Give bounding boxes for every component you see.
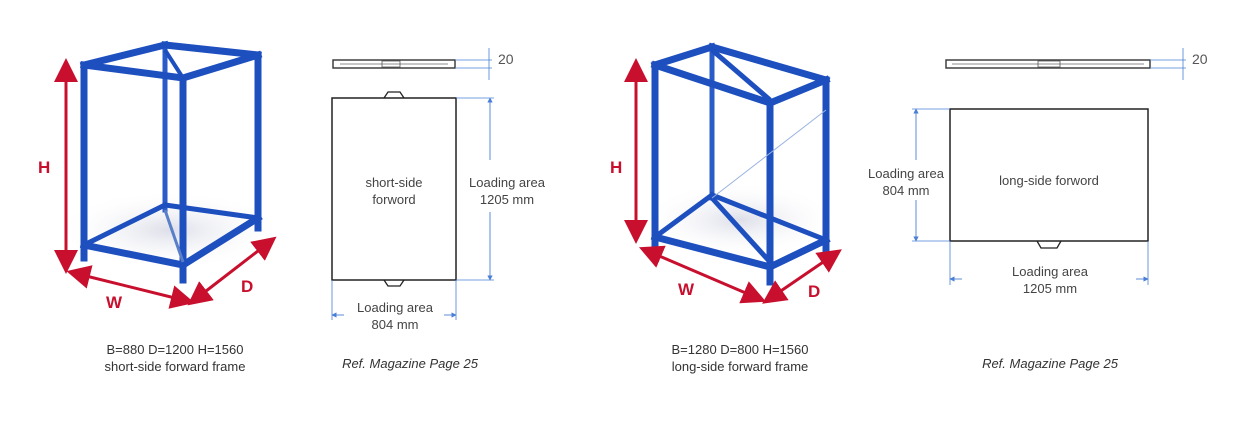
left-bottom-loading-label: Loading area (357, 300, 433, 315)
short-side-panel-drawing (331, 48, 494, 320)
right-bottom-loading-label: Loading area (1012, 264, 1088, 279)
long-side-frame-illustration (624, 42, 842, 304)
left-bottom-loading-value: 804 mm (371, 317, 419, 332)
short-side-frame-illustration (54, 40, 285, 309)
right-reference: Ref. Magazine Page 25 (982, 356, 1118, 371)
left-dimensions-text: B=880 D=1200 H=1560 (106, 342, 244, 357)
right-depth-label: D (808, 282, 821, 301)
left-panel-label-line1: short-side (365, 175, 423, 190)
right-panel-label: long-side forword (999, 173, 1099, 188)
left-thickness-value: 20 (498, 51, 514, 67)
left-side-loading-value: 1205 mm (479, 192, 535, 207)
left-depth-label: D (241, 277, 254, 296)
long-side-panel-drawing (912, 48, 1186, 285)
left-caption: short-side forward frame (104, 359, 246, 374)
left-width-label: W (106, 293, 123, 312)
right-width-label: W (678, 280, 695, 299)
right-thickness-value: 20 (1192, 51, 1208, 67)
left-side-loading-label: Loading area (469, 175, 545, 190)
right-dimensions-text: B=1280 D=800 H=1560 (671, 342, 809, 357)
right-caption: long-side forward frame (671, 359, 809, 374)
left-height-label: H (38, 158, 51, 177)
right-side-loading-label: Loading area (868, 166, 944, 181)
right-bottom-loading-value: 1205 mm (1022, 281, 1078, 296)
right-height-label: H (610, 158, 623, 177)
left-panel-label-line2: forword (372, 192, 416, 207)
right-side-loading-value: 804 mm (882, 183, 930, 198)
left-reference: Ref. Magazine Page 25 (342, 356, 478, 371)
